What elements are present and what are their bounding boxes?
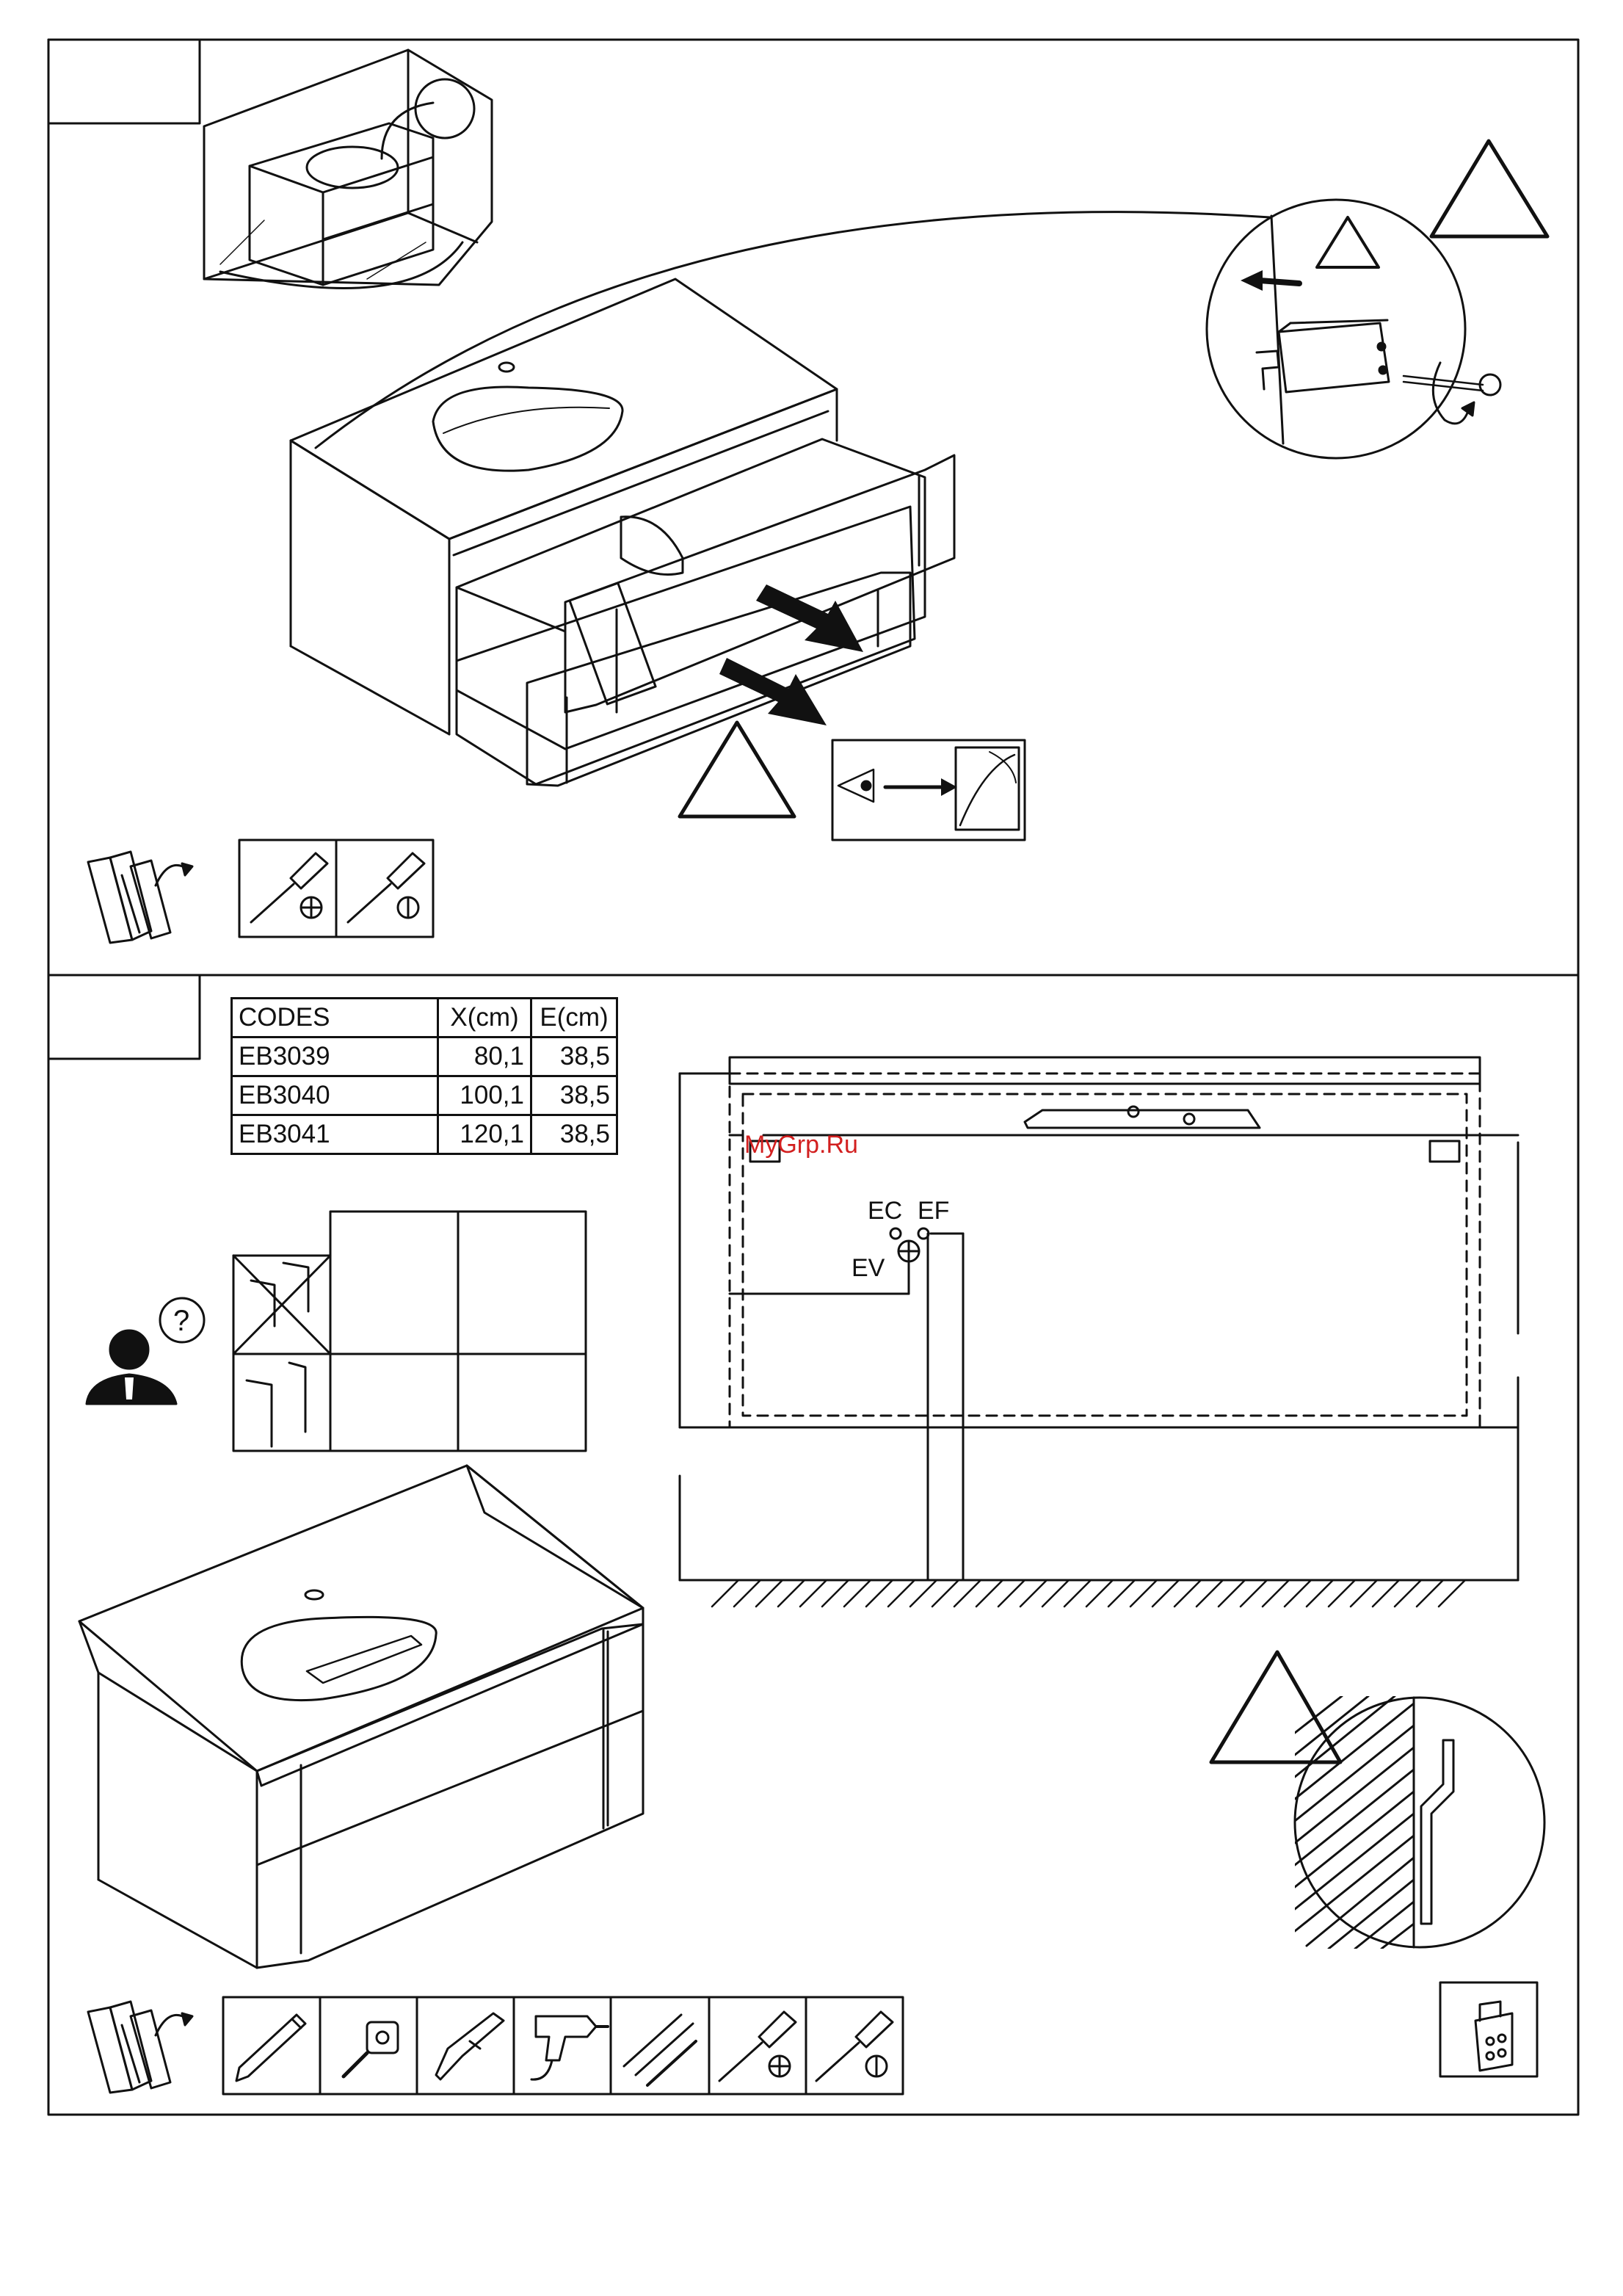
hot-water-label: EC bbox=[868, 1197, 902, 1225]
screwdriver-flat-icon bbox=[816, 2012, 893, 2081]
x-cell: 80,1 bbox=[438, 1037, 531, 1076]
step-2-number-box bbox=[48, 975, 200, 1059]
header-e: E(cm) bbox=[531, 999, 617, 1037]
code-cell: EB3040 bbox=[232, 1076, 438, 1115]
cold-water-label: EF bbox=[918, 1197, 949, 1225]
vanity-drawer-removal-view bbox=[291, 279, 954, 786]
cutter-icon bbox=[436, 2013, 504, 2079]
bracket-selection-grid bbox=[233, 1212, 586, 1451]
header-x: X(cm) bbox=[438, 999, 531, 1037]
screwdriver-phillips-icon bbox=[251, 853, 327, 922]
pencil-icon bbox=[236, 2015, 305, 2081]
floor-hatch bbox=[712, 1580, 1465, 1607]
drill-bits-icon bbox=[624, 2015, 696, 2085]
table-row: EB3039 80,1 38,5 bbox=[232, 1037, 617, 1076]
e-cell: 38,5 bbox=[531, 1076, 617, 1115]
technician-help-icon: ? bbox=[87, 1298, 204, 1404]
drain-label: EV bbox=[852, 1254, 885, 1283]
x-cell: 100,1 bbox=[438, 1076, 531, 1115]
step-1-panel bbox=[48, 40, 1578, 975]
hot-water-point bbox=[890, 1228, 901, 1239]
x-cell: 120,1 bbox=[438, 1115, 531, 1154]
step-1-number-box bbox=[48, 40, 200, 123]
box-unpack-icon bbox=[88, 2002, 192, 2093]
svg-text:?: ? bbox=[173, 1305, 189, 1337]
vanity-assembled-view bbox=[79, 1466, 643, 1968]
drill-icon bbox=[531, 2016, 608, 2079]
table-header-row: CODES X(cm) E(cm) bbox=[232, 999, 617, 1037]
e-cell: 38,5 bbox=[531, 1115, 617, 1154]
warning-icon bbox=[680, 723, 794, 816]
code-cell: EB3041 bbox=[232, 1115, 438, 1154]
table-row: EB3040 100,1 38,5 bbox=[232, 1076, 617, 1115]
table-row: EB3041 120,1 38,5 bbox=[232, 1115, 617, 1154]
e-cell: 38,5 bbox=[531, 1037, 617, 1076]
header-codes: CODES bbox=[232, 999, 438, 1037]
codes-dimension-table: CODES X(cm) E(cm) EB3039 80,1 38,5 EB304… bbox=[230, 997, 618, 1155]
room-thumbnail bbox=[204, 50, 492, 289]
watermark: MyGrp.Ru bbox=[744, 1131, 858, 1159]
screwdriver-flat-icon bbox=[348, 853, 424, 922]
warning-icon-large bbox=[1431, 141, 1547, 236]
wall-bracket-icon bbox=[1440, 1982, 1537, 2076]
warning-icon-small bbox=[1317, 217, 1379, 267]
box-unpack-icon bbox=[88, 852, 192, 943]
code-cell: EB3039 bbox=[232, 1037, 438, 1076]
hanging-hook-icon bbox=[1295, 1696, 1544, 1949]
drawer-stop-screw-icon bbox=[1207, 200, 1500, 458]
tape-measure-icon bbox=[344, 2022, 398, 2076]
screwdriver-phillips-icon bbox=[719, 2012, 796, 2081]
eye-inspect-icon bbox=[832, 740, 1025, 840]
